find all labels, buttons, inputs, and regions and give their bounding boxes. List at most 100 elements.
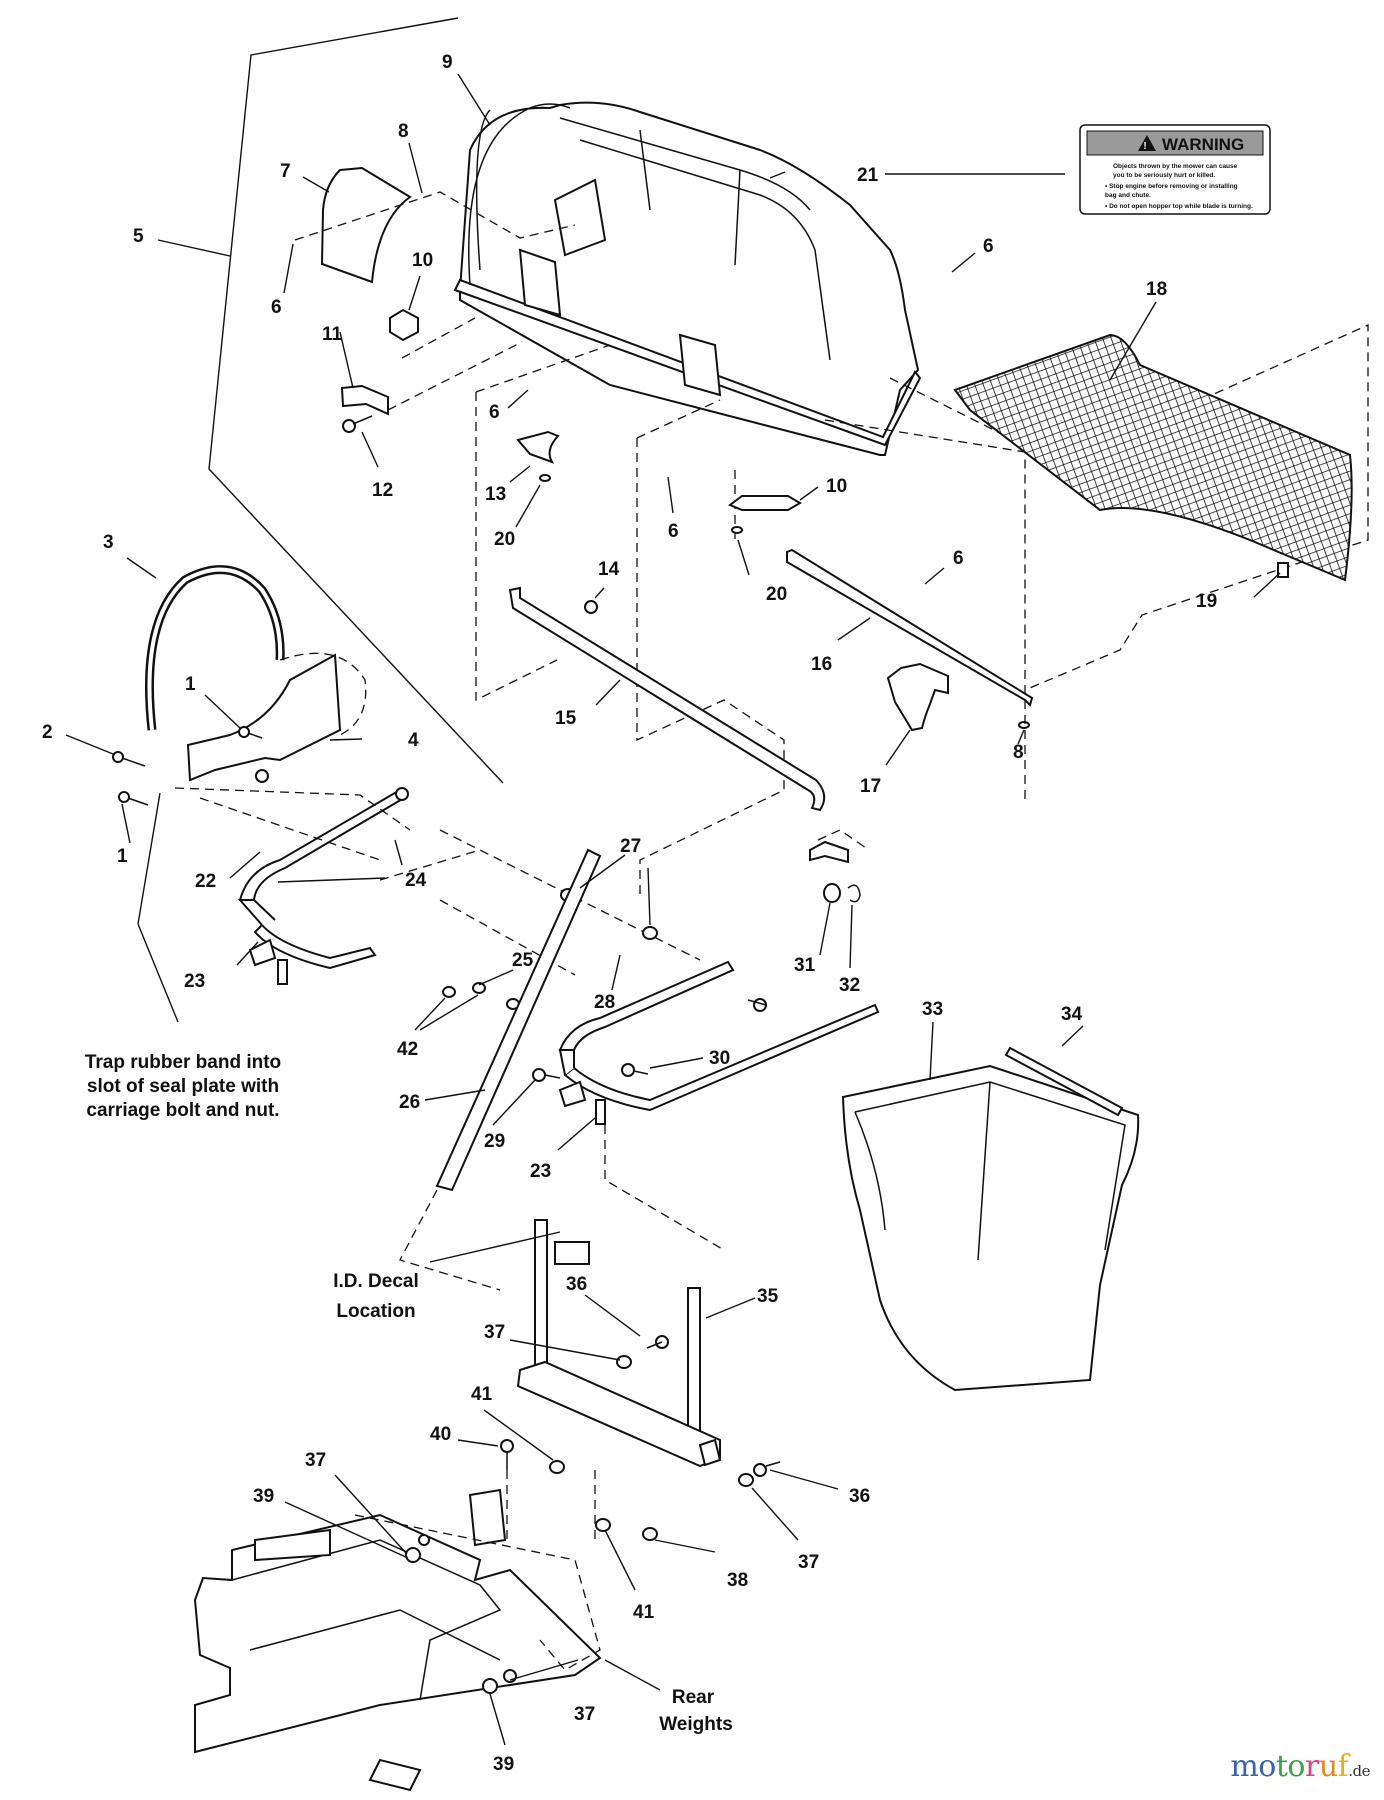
warning-decal: ! WARNING Objects thrown by the mower ca… xyxy=(1079,124,1271,215)
callout: 41 xyxy=(633,1602,655,1623)
note-line: Trap rubber band into xyxy=(85,1052,281,1073)
frame-left xyxy=(237,769,409,985)
callout: 38 xyxy=(727,1570,748,1591)
warning-title: WARNING xyxy=(1162,135,1244,154)
warning-line: you to be seriously hurt or killed. xyxy=(1113,172,1215,179)
callout: 29 xyxy=(484,1131,505,1152)
callout: 1 xyxy=(117,846,128,867)
note-id-decal: I.D. Decal Location xyxy=(333,1271,419,1322)
part-7-flap xyxy=(320,166,412,284)
callout: 41 xyxy=(471,1384,493,1405)
callout: 12 xyxy=(372,480,393,501)
callout: 5 xyxy=(133,226,144,247)
logo-tld: .de xyxy=(1348,1762,1370,1780)
leader-lines xyxy=(65,73,1281,1746)
part-11-bracket xyxy=(340,384,389,416)
callout: 3 xyxy=(103,532,114,553)
callout: 2 xyxy=(42,722,53,743)
part-19-clip xyxy=(1277,562,1289,578)
part-10-plate xyxy=(389,308,419,342)
watermark-logo: motoruf.de xyxy=(1230,1749,1370,1784)
note-line: I.D. Decal xyxy=(333,1271,419,1292)
assembly-line xyxy=(824,419,1026,655)
note-line: carriage bolt and nut. xyxy=(86,1100,279,1121)
assembly-line xyxy=(475,392,558,702)
callout: 8 xyxy=(398,121,409,142)
callout: 23 xyxy=(184,971,205,992)
callout: 32 xyxy=(839,975,860,996)
warning-line: Objects thrown by the mower can cause xyxy=(1113,163,1238,170)
bolts-1-2 xyxy=(112,726,263,806)
assembly-line xyxy=(387,341,523,411)
callout: 18 xyxy=(1146,279,1167,300)
note-line: Weights xyxy=(659,1714,733,1735)
callout: 11 xyxy=(322,324,343,345)
callout: 10 xyxy=(412,250,433,271)
callout: 27 xyxy=(620,836,641,857)
callout: 37 xyxy=(574,1704,595,1725)
assembly-line xyxy=(475,344,611,393)
warning-line: • Do not open hopper top while blade is … xyxy=(1105,203,1253,210)
callout: 6 xyxy=(489,402,500,423)
callout: 28 xyxy=(594,992,615,1013)
assembly-line xyxy=(889,323,1369,691)
callout: 23 xyxy=(530,1161,551,1182)
callout: 26 xyxy=(399,1092,420,1113)
hopper-lid xyxy=(453,101,922,456)
part-12-bolt xyxy=(342,419,356,433)
note-line: Rear xyxy=(672,1687,715,1708)
logo-letter: t xyxy=(1275,1749,1288,1784)
svg-text:!: ! xyxy=(1143,141,1146,152)
callout: 4 xyxy=(408,730,419,751)
note-line: slot of seal plate with xyxy=(87,1076,279,1097)
callout: 6 xyxy=(953,548,964,569)
callout: 10 xyxy=(826,476,847,497)
callout: 24 xyxy=(405,870,427,891)
part-34-rod xyxy=(1004,1046,1124,1117)
part-15-rail xyxy=(508,586,826,812)
hopper-handle xyxy=(468,103,571,286)
callout: 39 xyxy=(493,1754,514,1775)
logo-letter: r xyxy=(1304,1749,1319,1784)
base-frame xyxy=(193,1488,602,1792)
callout: 39 xyxy=(253,1486,274,1507)
part-4-seal-plate xyxy=(186,653,342,782)
callout: 25 xyxy=(512,950,534,971)
callout: 36 xyxy=(566,1274,587,1295)
logo-letter: o xyxy=(1287,1749,1305,1784)
callout: 40 xyxy=(430,1424,451,1445)
callout: 35 xyxy=(757,1286,779,1307)
callout: 37 xyxy=(305,1450,326,1471)
callout: 30 xyxy=(709,1048,730,1069)
warning-triangle-icon xyxy=(1138,135,1156,151)
callout: 14 xyxy=(598,559,620,580)
callout: 7 xyxy=(280,161,291,182)
callout: 6 xyxy=(668,521,679,542)
assembly-line xyxy=(636,399,721,439)
logo-letter: m xyxy=(1230,1749,1259,1784)
callout: 37 xyxy=(484,1322,505,1343)
callout: 33 xyxy=(922,999,943,1020)
note-rear-weights: Rear Weights xyxy=(659,1687,733,1735)
callout: 22 xyxy=(195,871,216,892)
callout: 13 xyxy=(485,484,506,505)
part-17-bracket xyxy=(886,662,949,732)
note-line: Location xyxy=(336,1301,415,1322)
warning-line: bag and chute. xyxy=(1105,192,1151,199)
callout: 21 xyxy=(857,165,879,186)
part-13-plate xyxy=(516,430,560,464)
part-26-rod xyxy=(435,848,602,1192)
part-5-outline xyxy=(208,17,504,784)
callout: 20 xyxy=(494,529,515,550)
assembly-line xyxy=(294,191,576,241)
part-18-screen xyxy=(953,333,1353,582)
frame-right xyxy=(558,960,880,1125)
callouts: 9 8 7 5 6 10 11 12 21 6 18 6 13 20 6 10 … xyxy=(42,52,1217,1775)
callout: 34 xyxy=(1061,1004,1083,1025)
callout: 19 xyxy=(1196,591,1217,612)
warning-line: • Stop engine before removing or install… xyxy=(1105,183,1238,190)
part-33-bag xyxy=(841,1064,1140,1392)
parts-31-32 xyxy=(809,829,867,903)
part-16-strip xyxy=(786,548,1034,707)
